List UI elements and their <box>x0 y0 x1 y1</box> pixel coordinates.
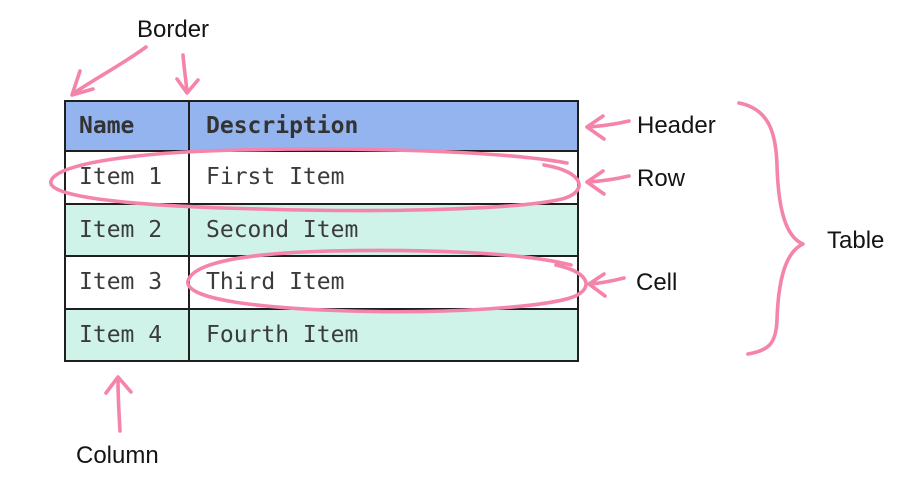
header-label: Header <box>637 112 716 139</box>
cell-arrow-icon <box>587 272 626 298</box>
cell-label: Cell <box>636 269 678 296</box>
table-row: Item 4 Fourth Item <box>64 307 579 362</box>
table-cell: Fourth Item <box>188 307 579 362</box>
column-header-name: Name <box>64 100 190 152</box>
table-cell: Item 4 <box>64 307 190 362</box>
border-arrow-to-top-edge-icon <box>175 53 200 95</box>
column-header-description: Description <box>188 100 579 152</box>
table-cell: Second Item <box>188 202 579 257</box>
table-cell: Item 3 <box>64 255 190 310</box>
border-label: Border <box>137 16 210 43</box>
demo-table: Name Description Item 1 First Item Item … <box>64 100 579 362</box>
table-cell: Third Item <box>188 255 579 310</box>
table-row: Item 2 Second Item <box>64 202 579 257</box>
table-cell: First Item <box>188 150 579 205</box>
table-label: Table <box>827 227 885 254</box>
table-row: Item 1 First Item <box>64 150 579 205</box>
column-label: Column <box>76 442 159 469</box>
row-arrow-icon <box>585 169 631 196</box>
table-cell: Item 2 <box>64 202 190 257</box>
header-arrow-icon <box>585 114 631 141</box>
border-arrow-to-corner-icon <box>70 45 148 97</box>
column-arrow-icon <box>104 375 133 433</box>
table-cell: Item 1 <box>64 150 190 205</box>
table-row: Item 3 Third Item <box>64 255 579 310</box>
table-header-row: Name Description <box>64 100 579 152</box>
table-brace-icon <box>737 101 805 356</box>
row-label: Row <box>637 165 686 192</box>
